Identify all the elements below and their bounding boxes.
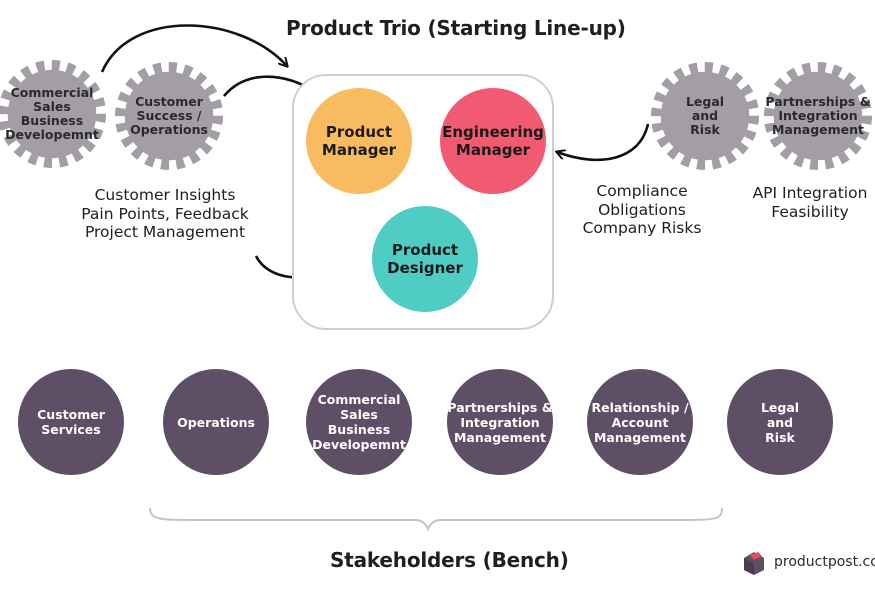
bench-title: Stakeholders (Bench) <box>330 548 569 572</box>
bench-label: Partnerships & Integration Management <box>447 399 553 445</box>
gear-customer-success: Customer Success / Operations <box>115 62 223 170</box>
bench-partnerships: Partnerships & Integration Management <box>447 369 553 475</box>
api-integration-note: API Integration Feasibility <box>752 184 868 221</box>
arrow-commercial-to-trio <box>100 24 287 73</box>
bench-relationship-account: Relationship / Account Management <box>587 369 693 475</box>
gear-partnerships: Partnerships & Integration Management <box>764 62 872 170</box>
productpost-logo-icon <box>744 552 764 575</box>
product-manager-circle: Product Manager <box>306 88 412 194</box>
bench-label: Operations <box>177 414 255 430</box>
gear-icon <box>651 62 759 170</box>
bench-legal-risk: Legal and Risk <box>727 369 833 475</box>
trio-title: Product Trio (Starting Line-up) <box>286 16 626 40</box>
bench-label: Legal and Risk <box>760 399 800 445</box>
bench-label: Relationship / Account Management <box>591 399 689 445</box>
bench-brace <box>149 507 723 532</box>
gear-icon <box>0 60 106 168</box>
arrow-legal-to-trio <box>557 123 650 162</box>
customer-insights-note: Customer Insights Pain Points, Feedback … <box>81 186 249 241</box>
gear-label: Commercial Sales Business Developemnt <box>5 85 99 142</box>
brand[interactable]: productpost.co <box>740 548 875 576</box>
gear-legal-risk: Legal and Risk <box>651 62 759 170</box>
gear-icon <box>764 62 872 170</box>
bench-commercial-sales: Commercial Sales Business Developemnt <box>306 369 412 475</box>
engineering-manager-circle: Engineering Manager <box>440 88 546 194</box>
product-designer-circle: Product Designer <box>372 206 478 312</box>
gear-label: Partnerships & Integration Management <box>765 94 871 137</box>
gear-commercial-sales: Commercial Sales Business Developemnt <box>0 60 106 168</box>
bench-operations: Operations <box>163 369 269 475</box>
product-designer-label: Product Designer <box>387 241 463 277</box>
bench-label: Customer Services <box>37 407 105 437</box>
product-manager-label: Product Manager <box>321 123 397 159</box>
gear-icon <box>115 62 223 170</box>
compliance-note: Compliance Obligations Company Risks <box>582 182 702 237</box>
brand-label: productpost.co <box>774 554 875 570</box>
engineering-manager-label: Engineering Manager <box>442 123 544 159</box>
gear-label: Customer Success / Operations <box>130 94 208 137</box>
bench-label: Commercial Sales Business Developemnt <box>312 392 406 452</box>
bench-customer-services: Customer Services <box>18 369 124 475</box>
gear-label: Legal and Risk <box>685 94 725 137</box>
